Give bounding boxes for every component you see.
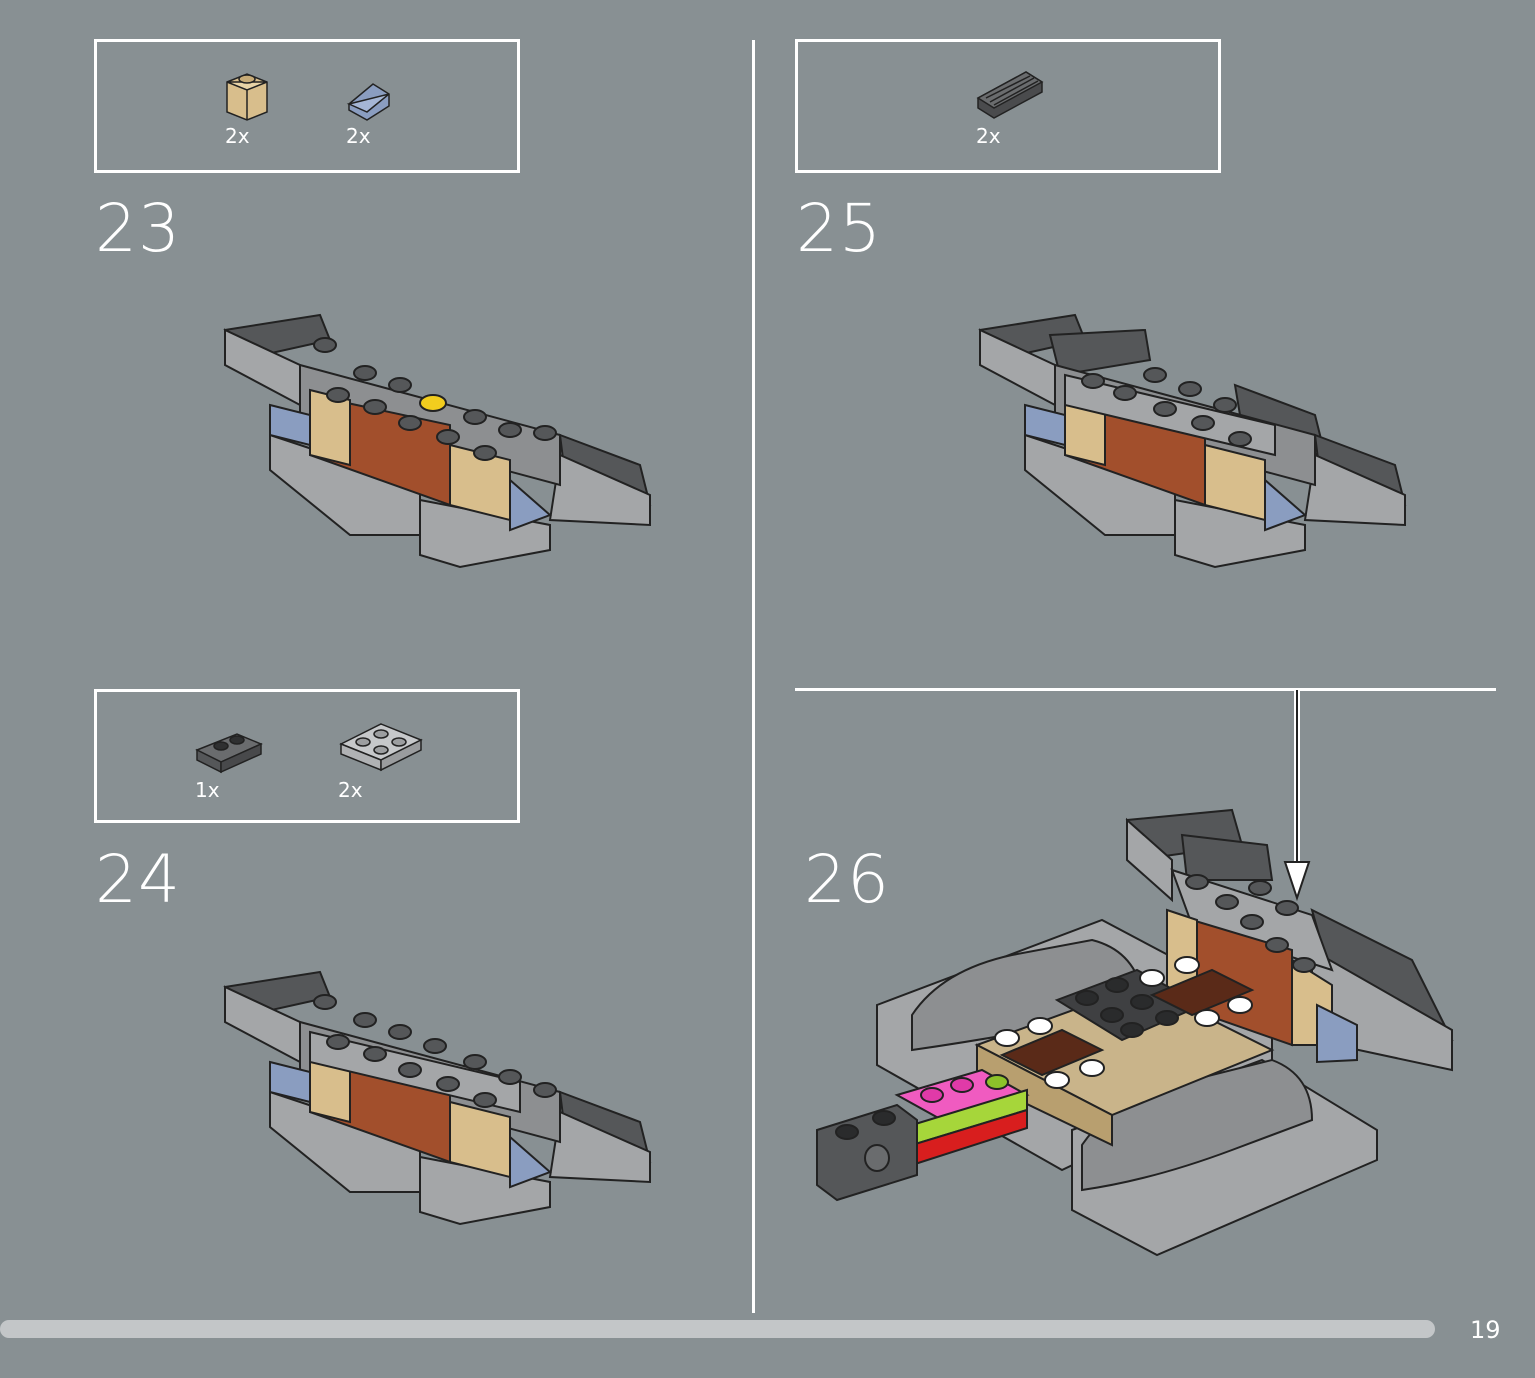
grille-slope-icon [976,71,1044,119]
parts-callout-23: 2x 2x [94,39,520,173]
column-divider [752,40,755,1313]
build-illustration-24 [223,970,652,1226]
step-number-26: 26 [804,841,890,918]
parts-callout-25: 2x [795,39,1221,173]
page-progress-bar [0,1320,1435,1338]
step-divider [795,688,1496,691]
build-illustration-25 [978,313,1407,569]
part-qty: 2x [338,778,363,802]
placement-arrow-icon [1283,690,1311,902]
dark-plate-icon [195,733,263,774]
step-number-24: 24 [95,841,181,918]
part-qty: 2x [225,124,250,148]
part-qty: 1x [195,778,220,802]
step-number-25: 25 [796,190,882,267]
parts-callout-24: 1x 2x [94,689,520,823]
part-qty: 2x [976,124,1001,148]
build-illustration-23 [223,313,652,569]
step-number-23: 23 [95,190,181,267]
tan-brick-icon [226,73,268,121]
blue-slope-icon [346,83,390,121]
page-number: 19 [1470,1316,1501,1344]
part-qty: 2x [346,124,371,148]
build-illustration-26 [816,808,1454,1257]
grey-plate-icon [339,723,423,772]
